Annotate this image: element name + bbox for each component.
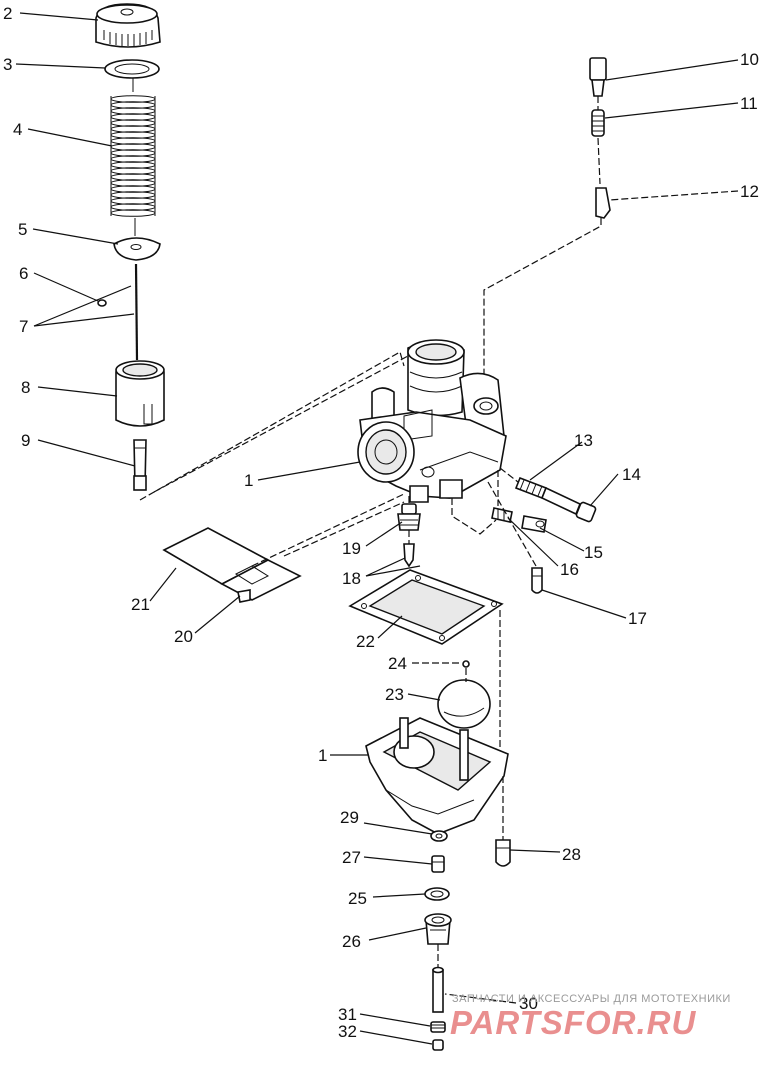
callout-1-top: 1 (244, 471, 253, 490)
part-16-jet (491, 507, 513, 523)
watermark-brand: PARTSFOR.RU (450, 1004, 696, 1041)
callout-23: 23 (385, 685, 404, 704)
callout-27: 27 (342, 848, 361, 867)
part-29-washer (430, 830, 448, 842)
callout-8: 8 (21, 378, 30, 397)
part-3-washer (104, 59, 160, 79)
part-2-cap (95, 3, 161, 48)
part-1-float-bowl (365, 717, 509, 835)
part-12-cable-end (595, 187, 611, 219)
part-27-main-jet (431, 855, 445, 873)
callout-28: 28 (562, 845, 581, 864)
part-9-screw (133, 439, 147, 491)
callout-5: 5 (18, 220, 27, 239)
part-13-pilot-spring (514, 476, 548, 500)
callout-17: 17 (628, 609, 647, 628)
part-20-bracket-screw (237, 589, 251, 603)
part-32-nut (432, 1039, 444, 1051)
part-17-bleed-screw (531, 567, 543, 594)
part-26-jet-holder (424, 913, 452, 945)
part-6-clip (97, 299, 107, 307)
callout-2: 2 (3, 4, 12, 23)
callout-14: 14 (622, 465, 641, 484)
callout-22: 22 (356, 632, 375, 651)
callout-10: 10 (740, 50, 759, 69)
part-18-float-needle (403, 543, 415, 568)
part-10-cable-adjuster (589, 57, 607, 97)
callout-18: 18 (342, 569, 361, 588)
callout-30: 30 (519, 994, 538, 1013)
callout-32: 32 (338, 1022, 357, 1041)
part-22-float-bowl-gasket (348, 569, 504, 645)
leader-lines (15, 12, 739, 1045)
callout-29: 29 (340, 808, 359, 827)
part-8-throttle-slide (115, 360, 165, 427)
part-23-float (437, 679, 491, 729)
callout-21: 21 (131, 595, 150, 614)
part-7-needle (134, 263, 139, 361)
part-4-spring (110, 95, 156, 217)
callout-9: 9 (21, 431, 30, 450)
part-21-bracket-plate (162, 527, 302, 601)
callout-20: 20 (174, 627, 193, 646)
part-30-tube (432, 966, 444, 1013)
part-11-cable-spring (591, 109, 605, 137)
callout-labels: 2 3 4 5 6 7 8 9 10 11 12 13 14 15 16 17 … (3, 4, 759, 1041)
part-5-retainer (113, 237, 161, 261)
part-31-spring (430, 1021, 446, 1033)
callout-6: 6 (19, 264, 28, 283)
callout-3: 3 (3, 55, 12, 74)
part-19-valve-seat (397, 503, 421, 531)
callout-31: 31 (338, 1005, 357, 1024)
callout-7: 7 (19, 317, 28, 336)
callout-19: 19 (342, 539, 361, 558)
part-28-bowl-screw (495, 839, 511, 867)
callout-26: 26 (342, 932, 361, 951)
callout-24: 24 (388, 654, 407, 673)
part-24-float-pin (462, 660, 470, 668)
callout-13: 13 (574, 431, 593, 450)
part-14-pilot-screw (540, 486, 597, 523)
part-1-carburetor-body (357, 339, 507, 503)
callout-16: 16 (560, 560, 579, 579)
callout-15: 15 (584, 543, 603, 562)
callout-12: 12 (740, 182, 759, 201)
watermark-caption: ЗАПЧАСТИ И АКСЕССУАРЫ ДЛЯ МОТОТЕХНИКИ (452, 993, 731, 1005)
callout-11: 11 (740, 94, 758, 113)
callout-4: 4 (13, 120, 22, 139)
callout-1-bowl: 1 (318, 746, 327, 765)
part-25-o-ring (424, 887, 450, 901)
callout-25: 25 (348, 889, 367, 908)
watermark: ЗАПЧАСТИ И АКСЕССУАРЫ ДЛЯ МОТОТЕХНИКИ PA… (450, 993, 731, 1041)
